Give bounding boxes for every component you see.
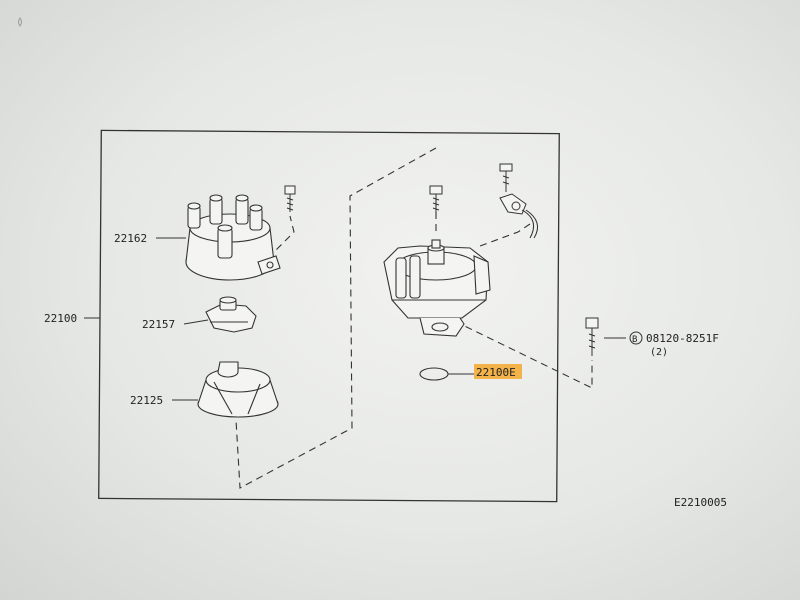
mounting-bolt-icon — [585, 317, 599, 356]
rotor[interactable] — [205, 296, 257, 333]
cursor-icon — [18, 17, 22, 27]
assembly-label[interactable]: 22100 — [44, 312, 77, 325]
part-label-oring[interactable]: 22100E — [476, 366, 516, 379]
part-label-cap[interactable]: 22162 — [114, 232, 147, 245]
distributor-cap[interactable] — [185, 194, 281, 281]
oring-icon — [419, 367, 449, 381]
part-label-seal[interactable]: 22125 — [130, 394, 163, 407]
cap-screw-icon — [284, 185, 296, 212]
bolt-prefix: B — [632, 335, 637, 345]
part-label-bolt[interactable]: 08120-8251F — [646, 332, 719, 345]
part-label-rotor[interactable]: 22157 — [142, 318, 175, 331]
highlight-marker — [474, 364, 522, 379]
housing-seal[interactable] — [197, 361, 279, 418]
body-bolt-icon — [429, 185, 443, 214]
sensor-clip-icon — [499, 163, 539, 239]
rotor-leader — [183, 319, 209, 325]
figure-code: E2210005 — [674, 496, 727, 509]
bolt-prefix-circle — [629, 331, 643, 345]
distributor-body[interactable] — [383, 239, 491, 337]
assembly-frame — [98, 129, 560, 503]
bolt-quantity: (2) — [650, 347, 668, 358]
